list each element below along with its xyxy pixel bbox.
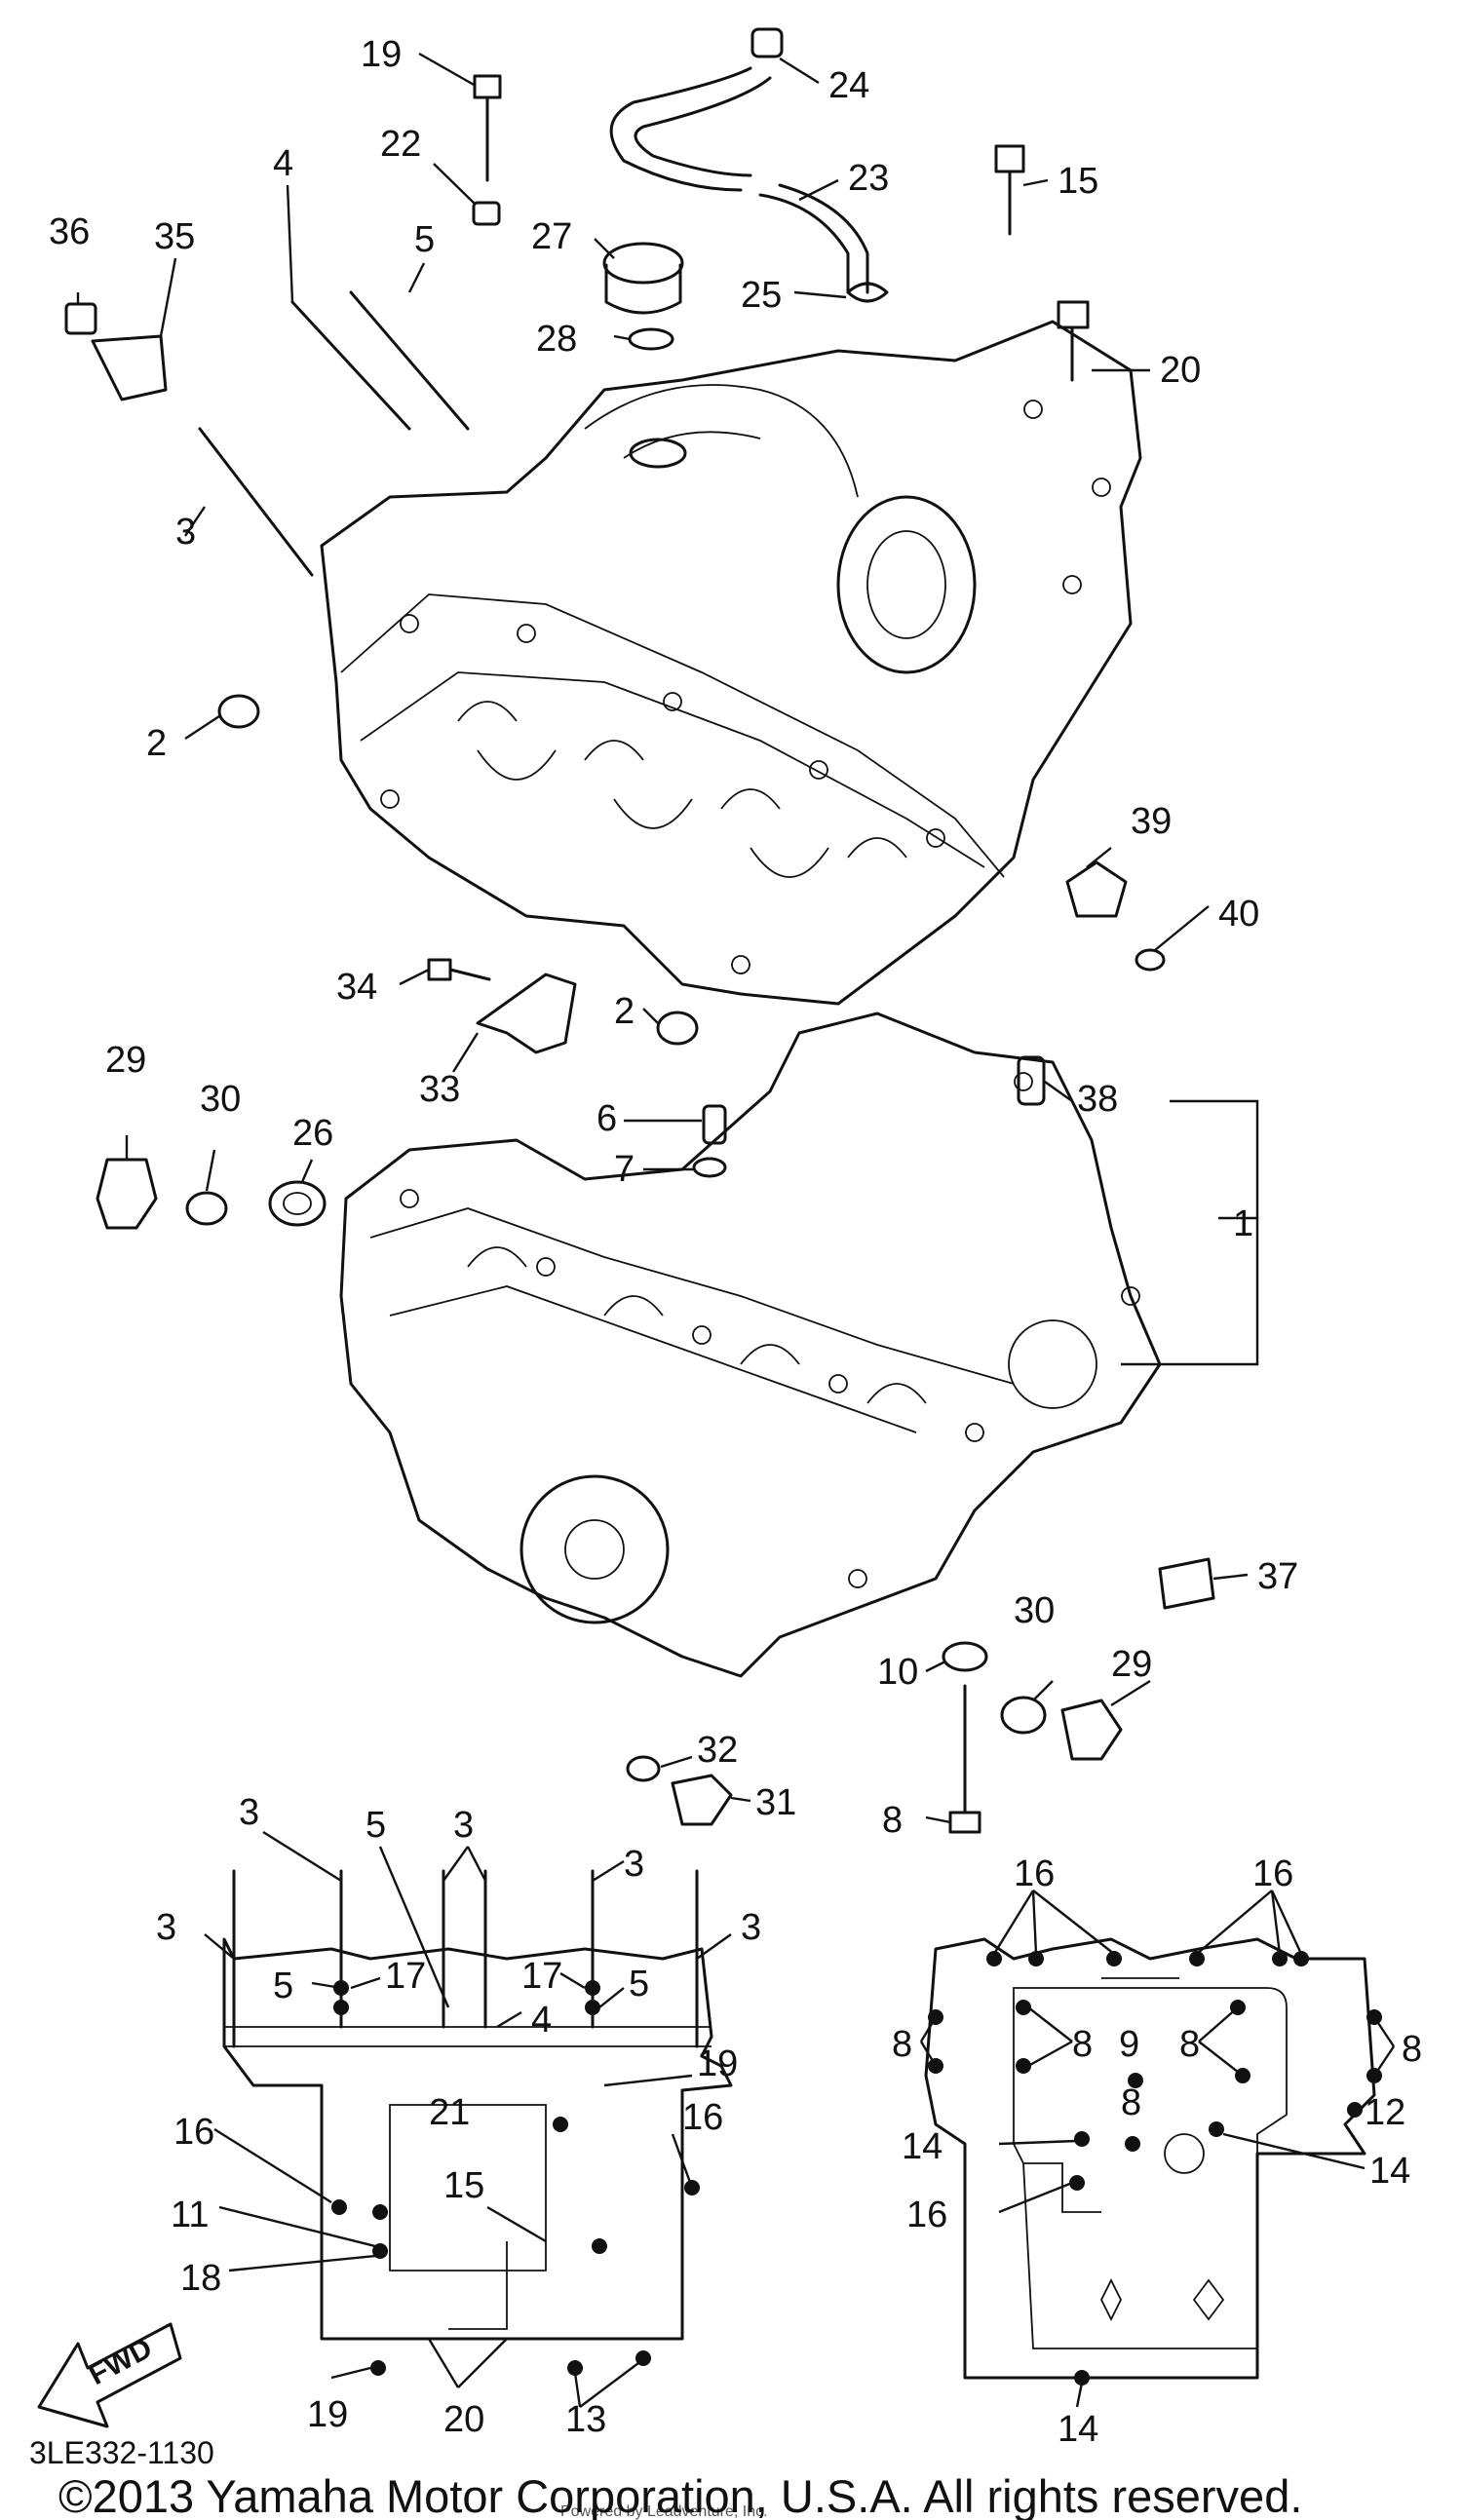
callout-34: 34 [336,967,377,1008]
callout-30b: 30 [1014,1590,1055,1631]
upper-label-3e: 3 [741,1907,761,1948]
callout-31: 31 [755,1782,796,1823]
lower-label-8c: 8 [1179,2024,1200,2065]
upper-label-11: 11 [171,2195,209,2235]
callout-36: 36 [49,211,90,252]
lower-crankcase [339,1012,1162,1678]
callout-22: 22 [380,124,421,165]
callout-29a: 29 [105,1040,146,1081]
callout-5: 5 [414,219,435,260]
callout-23: 23 [848,158,889,199]
lower-label-16c: 16 [906,2195,947,2235]
callout-33: 33 [419,1069,460,1110]
copyright-notice: ©2013 Yamaha Motor Corporation, U.S.A. A… [58,2470,1302,2520]
callout-4: 4 [273,143,293,184]
upper-label-19: 19 [697,2043,738,2084]
upper-label-18: 18 [180,2258,221,2299]
watermark: Powered by Leadventure, Inc. [560,2503,768,2520]
callout-8: 8 [882,1800,903,1841]
callout-26: 26 [292,1113,333,1154]
callout-24: 24 [828,65,869,106]
callout-28: 28 [536,319,577,360]
callout-19: 19 [361,34,402,75]
upper-label-16b: 16 [682,2097,723,2138]
part-callouts: 1 2 2 3 4 5 6 7 8 10 15 19 20 22 23 24 2… [49,34,1298,1841]
upper-label-4: 4 [531,2000,552,2041]
callout-1: 1 [1233,1203,1253,1244]
lower-label-8b: 8 [1072,2024,1093,2065]
upper-label-13: 13 [565,2399,606,2440]
upper-label-3c: 3 [624,1844,644,1885]
callout-15: 15 [1058,161,1098,202]
upper-label-20: 20 [443,2399,484,2440]
callout-2b: 2 [614,991,635,1032]
lower-label-8e: 8 [1121,2082,1141,2123]
lower-label-9: 9 [1119,2024,1139,2065]
callout-6: 6 [596,1098,617,1139]
upper-label-15: 15 [443,2165,484,2206]
leader-lines [76,52,1259,1824]
lower-label-12: 12 [1365,2092,1405,2133]
upper-label-21: 21 [429,2092,470,2133]
callout-2a: 2 [146,723,167,764]
callout-29b: 29 [1111,1644,1152,1685]
lower-label-16a: 16 [1014,1853,1055,1894]
upper-label-5a: 5 [366,1805,386,1846]
upper-label-3b: 3 [453,1805,474,1846]
front-marker-label: FWD [84,2332,158,2391]
callout-35: 35 [154,216,195,257]
figure-code: 3LE332-1130 [29,2435,214,2470]
upper-label-19b: 19 [307,2394,348,2435]
callout-3: 3 [175,512,196,553]
upper-label-5b: 5 [273,1966,293,2006]
callout-40: 40 [1218,894,1259,935]
callout-37: 37 [1257,1556,1298,1597]
upper-label-3a: 3 [239,1792,259,1833]
lower-case-bolt-layout: 16 16 8 8 9 8 8 8 14 12 14 16 14 [892,1853,1422,2450]
callout-7: 7 [614,1149,635,1190]
callout-25: 25 [741,275,782,316]
upper-label-17b: 17 [521,1956,562,1997]
lower-label-8a: 8 [892,2024,912,2065]
lower-label-8d: 8 [1402,2029,1422,2070]
callout-39: 39 [1131,801,1172,842]
callout-38: 38 [1077,1079,1118,1120]
small-parts [64,27,1215,1834]
upper-label-17a: 17 [385,1956,426,1997]
upper-label-16a: 16 [173,2112,214,2153]
callout-20: 20 [1160,350,1201,391]
lower-label-14c: 14 [1058,2409,1098,2450]
upper-label-3d: 3 [156,1907,176,1948]
upper-label-5c: 5 [629,1964,649,2005]
callout-10: 10 [877,1652,918,1693]
upper-crankcase [320,320,1142,1006]
upper-case-bolt-layout: 3 5 3 3 3 3 5 17 17 5 4 19 16 21 16 11 1… [37,1792,761,2440]
callout-27: 27 [531,216,572,257]
lower-label-14b: 14 [1369,2151,1410,2192]
callout-30a: 30 [200,1079,241,1120]
callout-32: 32 [697,1730,738,1771]
front-arrow-icon: FWD [37,2322,182,2428]
lower-label-14a: 14 [902,2126,943,2167]
lower-label-16b: 16 [1252,1853,1293,1894]
